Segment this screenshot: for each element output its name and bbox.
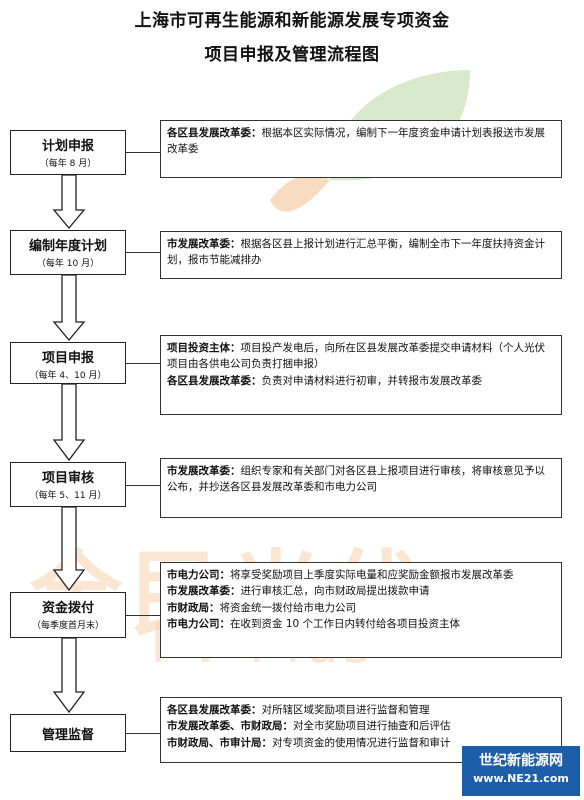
organization-label: 市电力公司：	[167, 617, 230, 630]
organization-label: 项目投资主体：	[167, 342, 241, 354]
stage-period: （每年 4、10 月）	[29, 371, 107, 381]
description-text: 将享受奖励项目上季度实际电量和应奖励金额报市发展改革委	[230, 569, 514, 581]
flow-arrow-2	[52, 274, 86, 342]
description-text: 进行审核汇总，向市财政局提出拨款申请	[240, 585, 430, 598]
description-line: 市电力公司：将享受奖励项目上季度实际电量和应奖励金额报市发展改革委	[167, 567, 555, 583]
description-line: 市发展改革委：根据各区县上报计划进行汇总平衡，编制全市下一年度扶持资金计划，报市…	[167, 236, 555, 269]
stage-box-project-application: 项目申报 （每年 4、10 月）	[10, 342, 126, 384]
diagram-title-line1: 上海市可再生能源和新能源发展专项资金	[134, 11, 450, 31]
connector-line	[126, 252, 160, 253]
stage-name: 编制年度计划	[28, 239, 107, 254]
description-box-plan-application: 各区县发展改革委：根据本区实际情况，编制下一年度资金申请计划表报送市发展改革委	[160, 120, 562, 178]
description-line: 市财政局：将资金统一拨付给市电力公司	[167, 600, 555, 616]
description-text: 根据各区县上报计划进行汇总平衡，编制全市下一年度扶持资金计划，报市节能减排办	[167, 238, 545, 267]
stage-name: 管理监督	[41, 728, 94, 743]
description-text: 组织专家和有关部门对各区县上报项目进行审核，将审核意见予以公布，并抄送各区县发展…	[167, 465, 545, 494]
description-line: 各区县发展改革委：负责对申请材料进行初审，并转报市发展改革委	[167, 373, 555, 389]
stage-name: 项目审核	[41, 471, 94, 486]
description-line: 市电力公司：在收到资金 10 个工作日内转付给各项目投资主体	[167, 616, 555, 632]
organization-label: 各区县发展改革委：	[167, 704, 262, 716]
connector-line	[126, 733, 160, 734]
description-text: 在收到资金 10 个工作日内转付给各项目投资主体	[230, 617, 461, 630]
description-text: 对专项资金的使用情况进行监督和审计	[272, 736, 451, 749]
flow-arrow-1	[52, 174, 86, 230]
description-text: 对全市奖励项目进行抽查和后评估	[293, 720, 451, 733]
organization-label: 市财政局：	[167, 601, 220, 614]
description-line: 市发展改革委：进行审核汇总，向市财政局提出拨款申请	[167, 583, 555, 599]
description-text: 负责对申请材料进行初审，并转报市发展改革委	[261, 374, 483, 387]
flow-arrow-5	[52, 637, 86, 714]
stage-period: （每年 10 月）	[36, 259, 100, 269]
description-box-project-review: 市发展改革委：组织专家和有关部门对各区县上报项目进行审核，将审核意见予以公布，并…	[160, 458, 562, 518]
organization-label: 各区县发展改革委：	[167, 374, 262, 387]
connector-line	[126, 363, 160, 364]
site-logo-name: 世纪新能源网	[479, 753, 563, 769]
connector-line	[126, 485, 160, 486]
organization-label: 各区县发展改革委：	[167, 127, 262, 139]
description-text: 根据本区实际情况，编制下一年度资金申请计划表报送市发展改革委	[167, 127, 545, 156]
site-logo[interactable]: 世纪新能源网 www.NE21.com	[462, 746, 580, 796]
description-line: 项目投资主体：项目投产发电后，向所在区县发展改革委提交申请材料（个人光伏项目由各…	[167, 340, 555, 373]
description-box-project-application: 项目投资主体：项目投产发电后，向所在区县发展改革委提交申请材料（个人光伏项目由各…	[160, 335, 562, 415]
description-line: 各区县发展改革委：对所辖区域奖励项目进行监督和管理	[167, 702, 555, 718]
site-logo-url: www.NE21.com	[473, 772, 569, 785]
flow-arrow-3	[52, 383, 86, 462]
organization-label: 市财政局、市审计局：	[167, 736, 272, 749]
connector-line	[126, 615, 160, 616]
diagram-title-line2: 项目申报及管理流程图	[204, 45, 380, 65]
description-box-fund-allocation: 市电力公司：将享受奖励项目上季度实际电量和应奖励金额报市发展改革委 市发展改革委…	[160, 562, 562, 658]
stage-box-plan-application: 计划申报 （每年 8 月）	[10, 130, 126, 175]
description-line: 市发展改革委：组织专家和有关部门对各区县上报项目进行审核，将审核意见予以公布，并…	[167, 463, 555, 496]
description-line: 市财政局、市审计局：对专项资金的使用情况进行监督和审计	[167, 735, 555, 751]
description-text: 对所辖区域奖励项目进行监督和管理	[261, 704, 430, 716]
description-line: 各区县发展改革委：根据本区实际情况，编制下一年度资金申请计划表报送市发展改革委	[167, 125, 555, 158]
description-text: 将资金统一拨付给市电力公司	[219, 601, 357, 614]
stage-name: 资金拨付	[41, 601, 94, 616]
organization-label: 市发展改革委：	[167, 238, 241, 250]
description-line: 市发展改革委、市财政局：对全市奖励项目进行抽查和后评估	[167, 718, 555, 734]
stage-box-fund-allocation: 资金拨付 （每季度首月末）	[10, 592, 126, 638]
description-text: 项目投产发电后，向所在区县发展改革委提交申请材料（个人光伏项目由各供电公司负责打…	[167, 342, 545, 371]
connector-line	[126, 152, 160, 153]
stage-box-project-review: 项目审核 （每年 5、11 月）	[10, 462, 126, 507]
stage-box-annual-plan: 编制年度计划 （每年 10 月）	[10, 230, 126, 275]
stage-period: （每年 8 月）	[39, 159, 97, 169]
flow-arrow-4	[52, 506, 86, 592]
stage-box-supervision: 管理监督	[10, 714, 126, 752]
organization-label: 市电力公司：	[167, 569, 230, 581]
organization-label: 市发展改革委：	[167, 465, 241, 477]
stage-period: （每年 5、11 月）	[29, 491, 107, 501]
stage-name: 项目申报	[41, 351, 94, 366]
description-box-annual-plan: 市发展改革委：根据各区县上报计划进行汇总平衡，编制全市下一年度扶持资金计划，报市…	[160, 231, 562, 279]
organization-label: 市发展改革委、市财政局：	[167, 720, 293, 733]
stage-name: 计划申报	[41, 139, 94, 154]
stage-period: （每季度首月末）	[31, 621, 104, 631]
organization-label: 市发展改革委：	[167, 585, 241, 598]
